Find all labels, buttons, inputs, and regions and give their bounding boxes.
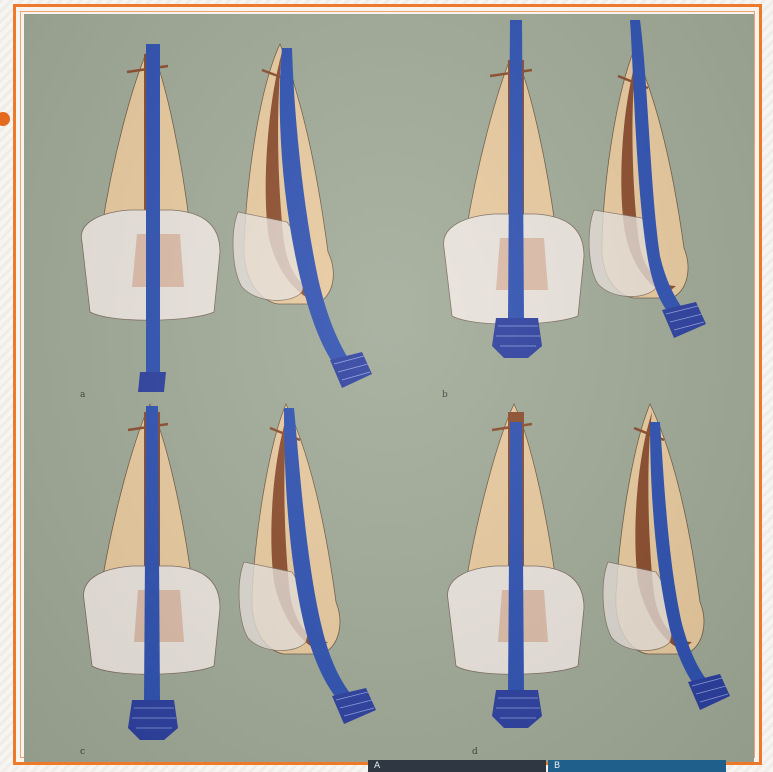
panel-a: a	[72, 42, 372, 392]
side-tooth	[233, 44, 372, 388]
front-tooth	[448, 404, 584, 728]
panel-c-drawing	[80, 402, 380, 752]
panel-a-drawing	[72, 42, 372, 392]
radiograph-inset-b: B	[548, 760, 726, 772]
inset-b-label: B	[554, 761, 560, 771]
panel-b-label: b	[442, 390, 448, 400]
panel-a-label: a	[80, 390, 85, 400]
front-tooth	[444, 20, 584, 358]
side-tooth	[589, 20, 706, 338]
panel-d-drawing	[438, 402, 738, 752]
side-tooth	[239, 404, 376, 724]
panel-b-drawing	[434, 20, 744, 392]
inset-a-label: A	[374, 761, 380, 771]
front-tooth	[84, 404, 220, 740]
panel-c: c	[80, 402, 380, 752]
radiograph-inset-a: A	[368, 760, 546, 772]
panel-d-label: d	[472, 747, 478, 757]
panel-c-label: c	[80, 747, 85, 757]
panel-d: d	[438, 402, 738, 752]
panel-b: b	[434, 20, 744, 392]
front-tooth	[81, 44, 220, 392]
figure-plate: a b	[24, 14, 754, 762]
side-tooth	[603, 404, 730, 710]
